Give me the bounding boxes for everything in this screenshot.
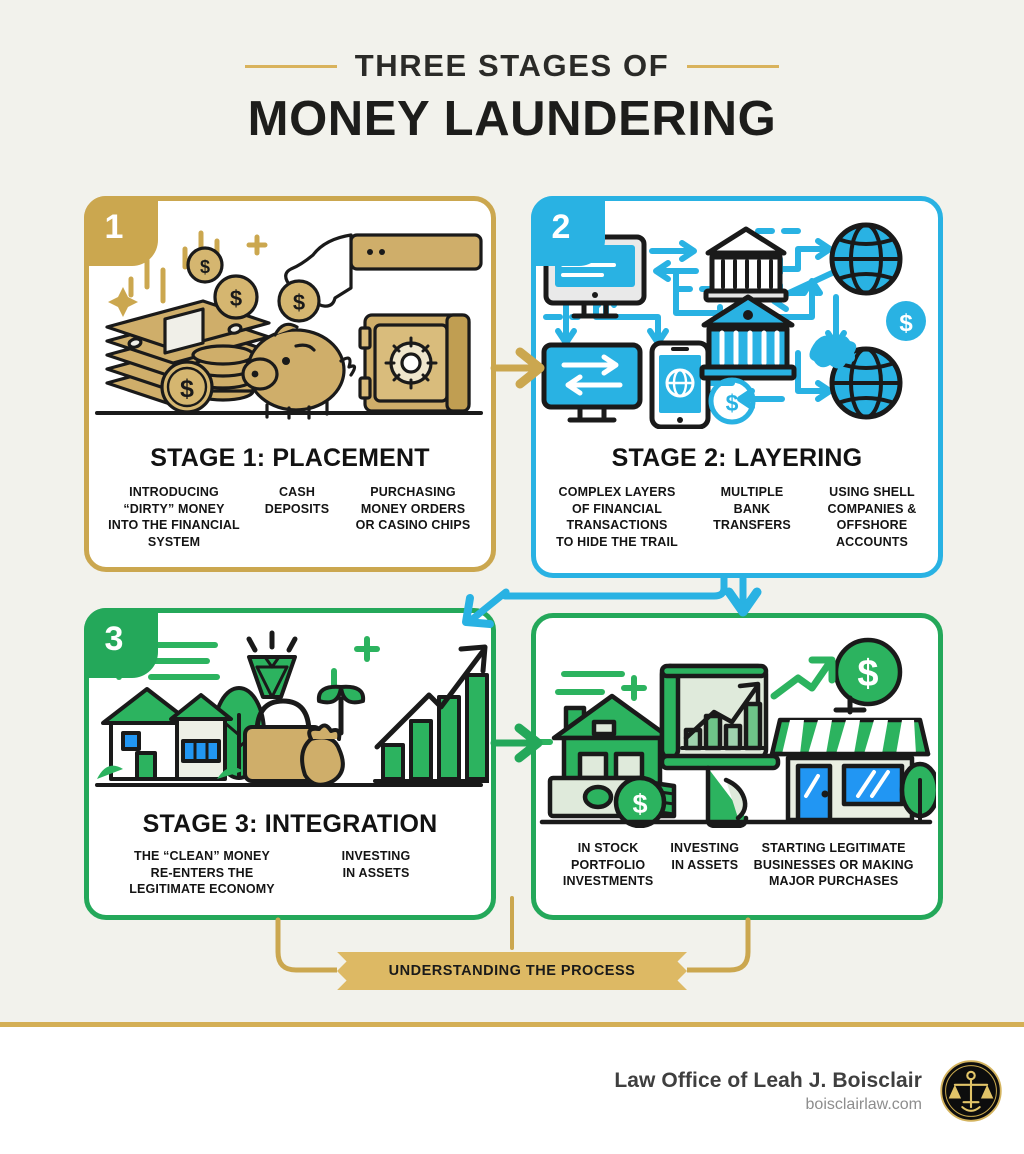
stage-1-bullet-1: INTRODUCING “DIRTY” MONEY INTO THE FINAN… — [108, 485, 240, 549]
poster-header: THREE STAGES OF MONEY LAUNDERING — [0, 48, 1024, 147]
dollar-coin-small-icon: $ — [613, 775, 667, 828]
stage-card-1[interactable]: $ $ $ — [84, 196, 496, 572]
rule-left-icon — [244, 64, 337, 68]
storefront-icon — [769, 695, 936, 823]
stage-2-bullets: COMPLEX LAYERS OF FINANCIAL TRANSACTIONS… — [546, 484, 928, 551]
stage-3-bullet-2: INVESTING IN ASSETS — [341, 849, 411, 880]
svg-text:$: $ — [726, 390, 739, 416]
transfer-arrows-icon — [541, 342, 643, 423]
floating-coin-b-icon: $ — [213, 274, 259, 320]
accent-lines-icon — [536, 671, 647, 745]
poster-footer: Law Office of Leah J. Boisclair boisclai… — [0, 1027, 1024, 1154]
eyebrow-text: THREE STAGES OF — [354, 48, 670, 83]
scales-of-justice-icon — [940, 1060, 1002, 1122]
card-4-illustration: $ — [536, 637, 936, 828]
network-node-icon — [809, 335, 857, 369]
ribbon-label: UNDERSTANDING THE PROCESS — [388, 963, 636, 979]
diamond-icon — [246, 630, 298, 699]
card-4-bullet-3: STARTING LEGITIMATE BUSINESSES OR MAKING… — [753, 841, 914, 889]
svg-text:$: $ — [293, 290, 305, 315]
dollar-coin-right-icon: $ — [886, 301, 926, 341]
dollar-coin-bottom-icon: $ — [708, 377, 756, 425]
stage-card-2-body: $ $ STAGE 2: LAYERING COMPLEX LAYERS OF … — [536, 201, 938, 573]
dollar-coin-icon: $ — [160, 360, 214, 414]
card-4-bullets: IN STOCK PORTFOLIO INVESTMENTS INVESTING… — [546, 840, 928, 890]
svg-text:$: $ — [857, 653, 878, 695]
gold-divider — [0, 1022, 1024, 1027]
stage-2-bullet-3: USING SHELL COMPANIES & OFFSHORE ACCOUNT… — [827, 485, 917, 549]
svg-text:$: $ — [899, 310, 913, 337]
stage-2-illustration: $ $ — [541, 222, 926, 429]
stage-card-2[interactable]: $ $ STAGE 2: LAYERING COMPLEX LAYERS OF … — [531, 196, 943, 578]
card-4-bullet-1: IN STOCK PORTFOLIO INVESTMENTS — [562, 841, 654, 889]
sprout-icon — [316, 684, 366, 736]
floating-coin-a-icon: $ — [186, 246, 224, 284]
stage-1-bullets: INTRODUCING “DIRTY” MONEY INTO THE FINAN… — [99, 484, 481, 551]
page-title: MONEY LAUNDERING — [247, 92, 777, 146]
stage-1-bullet-3: PURCHASING MONEY ORDERS OR CASINO CHIPS — [355, 485, 471, 533]
stage-1-bullet-2: CASH DEPOSITS — [264, 485, 330, 516]
stage-card-3[interactable]: STAGE 3: INTEGRATION THE “CLEAN” MONEY R… — [84, 608, 496, 920]
ribbon-banner: UNDERSTANDING THE PROCESS — [337, 952, 687, 990]
smartphone-icon — [649, 340, 711, 429]
svg-text:$: $ — [200, 257, 210, 277]
firm-name: Law Office of Leah J. Boisclair — [614, 1068, 922, 1092]
tree-icon — [899, 761, 936, 822]
growth-arrow-icon — [770, 656, 836, 700]
stage-2-number-badge: 2 — [531, 196, 605, 266]
stage-3-title: STAGE 3: INTEGRATION — [142, 810, 438, 838]
svg-text:$: $ — [180, 375, 194, 403]
stage-1-title: STAGE 1: PLACEMENT — [150, 444, 430, 472]
stage-3-bullet-1: THE “CLEAN” MONEY RE-ENTERS THE LEGITIMA… — [129, 849, 275, 897]
card-4-bullet-2: INVESTING IN ASSETS — [670, 841, 740, 872]
globe-bottom-icon — [829, 346, 903, 420]
dollar-coin-icon: $ — [833, 637, 903, 707]
house-with-money-icon: $ — [547, 693, 677, 828]
stage-card-1-body: $ $ $ — [89, 201, 491, 567]
stage-1-illustration: $ $ $ — [95, 230, 483, 420]
bank-building-main-icon — [699, 294, 797, 381]
stage-2-bullet-1: COMPLEX LAYERS OF FINANCIAL TRANSACTIONS… — [556, 485, 678, 549]
stage-3-illustration — [95, 630, 489, 787]
house-icon — [97, 687, 243, 781]
stage-3-bullets: THE “CLEAN” MONEY RE-ENTERS THE LEGITIMA… — [99, 848, 481, 898]
footer-content: Law Office of Leah J. Boisclair boisclai… — [614, 1060, 1002, 1122]
stage-1-number-badge: 1 — [84, 196, 158, 266]
svg-text:$: $ — [230, 286, 242, 311]
stage-3-number-badge: 3 — [84, 608, 158, 678]
eyebrow-row: THREE STAGES OF — [0, 48, 1024, 84]
stage-card-3-body: STAGE 3: INTEGRATION THE “CLEAN” MONEY R… — [89, 613, 491, 915]
piggy-bank-icon — [241, 322, 357, 420]
bank-building-top-icon — [703, 226, 789, 303]
arrow-stage2-to-card4 — [724, 574, 762, 617]
stage-2-bullet-2: MULTIPLE BANK TRANSFERS — [713, 485, 791, 533]
bar-chart-growth-icon — [373, 644, 489, 783]
globe-top-icon — [829, 222, 903, 296]
rule-right-icon — [687, 64, 780, 68]
money-sack-icon — [300, 723, 345, 787]
safe-icon — [358, 313, 471, 413]
presentation-chart-icon — [659, 663, 781, 828]
stage-2-title: STAGE 2: LAYERING — [611, 444, 863, 472]
svg-text:$: $ — [632, 789, 647, 819]
stage-card-4-body: $ — [536, 618, 938, 915]
footer-text-block: Law Office of Leah J. Boisclair boisclai… — [614, 1069, 922, 1114]
stage-card-4[interactable]: $ — [531, 613, 943, 920]
hand-dropping-coin-icon: $ — [277, 233, 483, 323]
firm-website[interactable]: boisclairlaw.com — [805, 1095, 922, 1113]
